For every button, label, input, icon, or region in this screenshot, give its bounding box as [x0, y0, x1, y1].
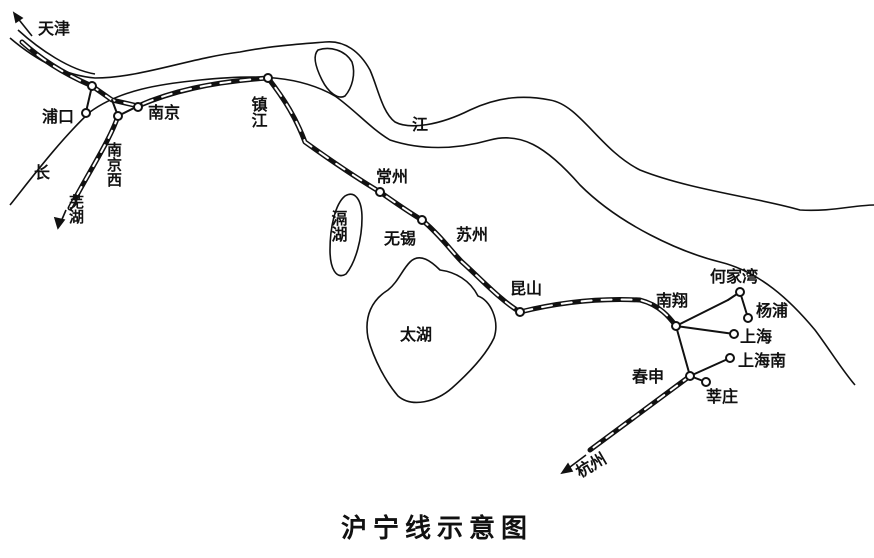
station-marker	[685, 371, 695, 381]
station-marker	[417, 215, 427, 225]
station-marker	[671, 321, 681, 331]
hangzhou-arrow-icon	[560, 454, 587, 475]
station-marker	[81, 108, 91, 118]
label-shanghainan: 上海南	[738, 351, 786, 370]
railway	[19, 39, 749, 453]
river-north-bank	[9, 37, 874, 212]
label-hangzhou: 杭州	[573, 449, 610, 481]
label-shanghai: 上海	[740, 327, 772, 346]
label-hejiawan: 何家湾	[710, 267, 758, 286]
river-channel	[17, 29, 96, 75]
label-nanjingxi: 南京西	[105, 141, 123, 188]
station-marker	[113, 111, 123, 121]
label-gehu: 滆湖	[329, 210, 348, 243]
tianjin-arrow-icon	[12, 11, 33, 37]
label-kunshan: 昆山	[510, 279, 542, 298]
taihu-lake	[366, 257, 497, 404]
main-line-inner	[21, 41, 677, 327]
label-nanxiang: 南翔	[656, 291, 688, 310]
direction-arrows	[12, 11, 587, 475]
station-marker	[743, 313, 753, 323]
label-nanjing: 南京	[148, 103, 180, 122]
label-chunshen: 春申	[631, 367, 664, 386]
station-marker	[375, 187, 385, 197]
gehu-lake	[329, 193, 363, 277]
map: 天津 浦口 南京 南京西 镇江 江 长 芜湖 常州 无锡 苏州 滆湖 太湖 昆山…	[9, 11, 874, 481]
label-wuhu: 芜湖	[67, 193, 85, 225]
station-marker	[729, 329, 739, 339]
station-marker	[725, 353, 735, 363]
station-marker	[701, 377, 711, 387]
label-changzhou: 常州	[376, 167, 408, 186]
station-marker	[87, 81, 97, 91]
label-suzhou: 苏州	[456, 225, 488, 244]
station-marker	[515, 307, 525, 317]
station-marker	[735, 287, 745, 297]
station-marker	[133, 102, 143, 112]
lakes	[329, 193, 497, 404]
wuhu-line-inner	[69, 115, 119, 209]
label-zhenjiang: 镇江	[249, 95, 268, 129]
hangzhou-line-inner	[589, 375, 691, 451]
station-markers	[81, 73, 753, 387]
labels: 天津 浦口 南京 南京西 镇江 江 长 芜湖 常州 无锡 苏州 滆湖 太湖 昆山…	[34, 19, 788, 481]
station-marker	[263, 73, 273, 83]
wuhu-arrow-icon	[53, 209, 67, 230]
map-title: 沪宁线示意图	[340, 514, 533, 544]
label-xinzhuang: 莘庄	[706, 387, 738, 406]
label-jiang: 江	[412, 115, 428, 134]
label-chang: 长	[34, 163, 51, 182]
yangtze-river	[9, 29, 874, 386]
label-yangpu: 杨浦	[756, 301, 788, 320]
label-taihu: 太湖	[399, 325, 432, 344]
label-tianjin: 天津	[38, 19, 70, 38]
river-south-bank	[9, 76, 856, 386]
label-pukou: 浦口	[42, 107, 74, 126]
river-island	[314, 47, 355, 98]
label-wuxi: 无锡	[383, 229, 416, 248]
